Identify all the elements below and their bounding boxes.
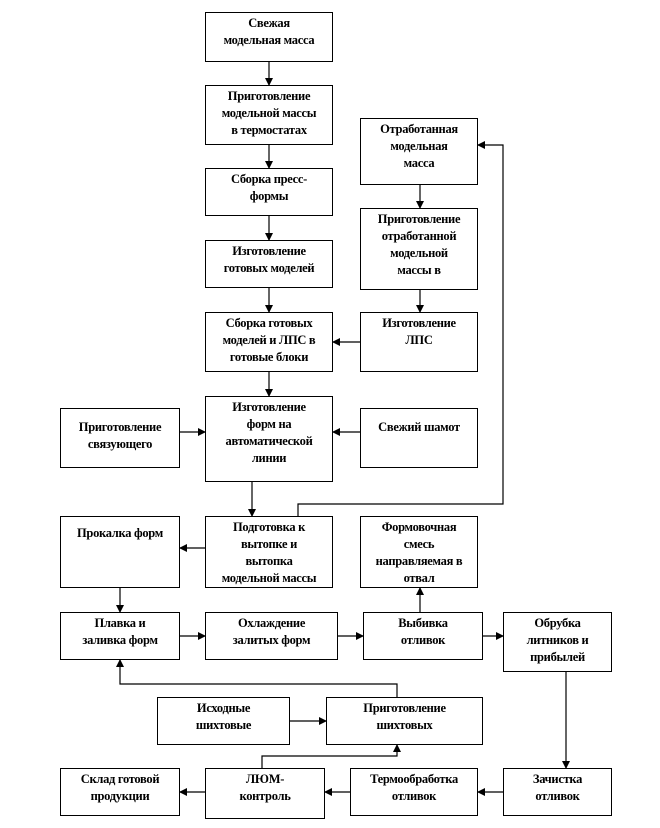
box-cleaning: Зачистка отливок: [503, 768, 612, 816]
box-spent-model-mass: Отработанная модельная масса: [360, 118, 478, 185]
box-waste-sand: Формовочная смесь направляемая в отвал: [360, 516, 478, 588]
box-make-models: Изготовление готовых моделей: [205, 240, 333, 288]
box-dewax: Подготовка к вытопке и вытопка модельной…: [205, 516, 333, 588]
box-cooling: Охлаждение залитых форм: [205, 612, 338, 660]
box-melting-pouring: Плавка и заливка форм: [60, 612, 180, 660]
arrow: [116, 659, 398, 697]
box-fresh-chamotte: Свежий шамот: [360, 408, 478, 468]
box-fresh-model-mass: Свежая модельная масса: [205, 12, 333, 62]
box-assemble-blocks: Сборка готовых моделей и ЛПС в готовые б…: [205, 312, 333, 372]
box-knockout: Выбивка отливок: [363, 612, 483, 660]
box-warehouse: Склад готовой продукции: [60, 768, 180, 816]
box-prepare-spent-mass: Приготовление отработанной модельной мас…: [360, 208, 478, 290]
box-trimming: Обрубка литников и прибылей: [503, 612, 612, 672]
box-calcination: Прокалка форм: [60, 516, 180, 588]
arrow: [297, 141, 504, 516]
arrow: [261, 744, 401, 768]
box-heat-treatment: Термообработка отливок: [350, 768, 478, 816]
box-prepare-binder: Приготовление связующего: [60, 408, 180, 468]
box-make-lps: Изготовление ЛПС: [360, 312, 478, 372]
box-raw-charge: Исходные шихтовые: [157, 697, 290, 745]
box-prepare-charge: Приготовление шихтовых: [326, 697, 483, 745]
box-press-form-assembly: Сборка пресс- формы: [205, 168, 333, 216]
box-lum-inspection: ЛЮМ- контроль: [205, 768, 325, 819]
box-prepare-model-mass: Приготовление модельной массы в термоста…: [205, 85, 333, 145]
box-make-forms-line: Изготовление форм на автоматической лини…: [205, 396, 333, 482]
